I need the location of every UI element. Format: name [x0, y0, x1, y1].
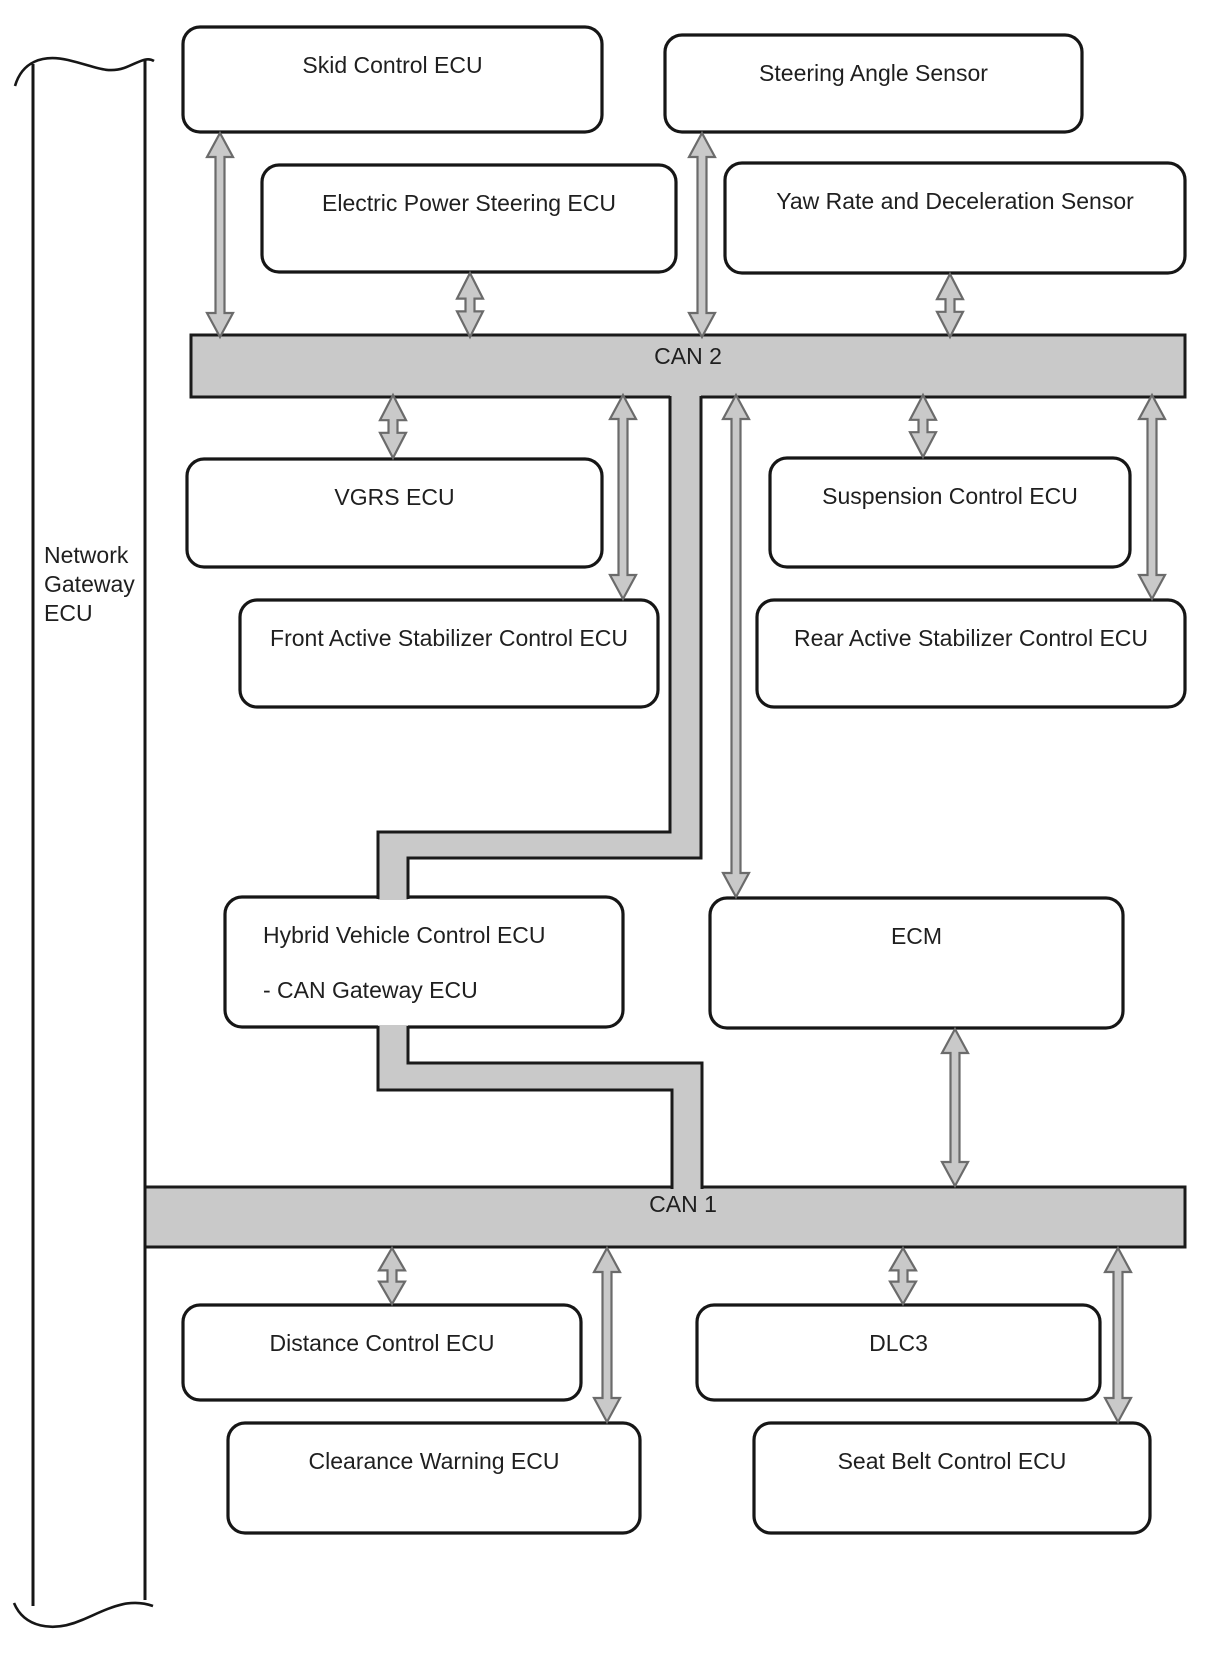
label-layer: CAN 2 CAN 1 Skid Control ECU Steering Angle…	[263, 52, 1148, 1474]
node-clearance-warning-ecu-label: Clearance Warning ECU	[309, 1448, 560, 1474]
bus-can2-label: CAN 2	[654, 343, 722, 369]
node-ecm	[708, 896, 1125, 1030]
arrow-eps-to-can2	[455, 270, 485, 340]
node-steering-angle-sensor	[663, 33, 1084, 134]
arrow-yaw-to-can2	[935, 271, 965, 340]
node-dlc3-label: DLC3	[869, 1330, 928, 1356]
arrow-can2-to-ecm	[721, 392, 751, 900]
node-seat-belt-control-ecu-label: Seat Belt Control ECU	[838, 1448, 1067, 1474]
arrow-ecm-to-can1	[940, 1026, 970, 1189]
bus-layer	[143, 333, 1187, 1249]
connector-hybrid-to-can1-trunk-edge-0	[376, 1026, 674, 1189]
node-distance-control-ecu-label: Distance Control ECU	[270, 1330, 495, 1356]
connector-can2-to-hybrid-trunk	[378, 393, 701, 900]
connector-hybrid-to-can1-trunk-edge-1	[406, 1026, 704, 1189]
node-rear-active-stabilizer-ecu	[755, 598, 1187, 709]
node-seat-belt-control-ecu	[752, 1421, 1152, 1535]
connector-hybrid-to-can1-trunk	[378, 1025, 702, 1190]
node-layer	[181, 25, 1187, 1535]
arrow-skid-to-can2	[205, 130, 235, 340]
arrow-sas-to-can2	[687, 130, 717, 340]
arrow-can1-to-dlc3	[888, 1245, 918, 1307]
node-hybrid-vehicle-control-ecu-label: Hybrid Vehicle Control ECU	[263, 922, 546, 948]
gateway-trunk-layer	[376, 393, 704, 1190]
node-yaw-rate-deceleration-sensor-label: Yaw Rate and Deceleration Sensor	[776, 188, 1134, 214]
bus-can1	[143, 1185, 1187, 1249]
gateway-bar-torn-bottom	[12, 1601, 154, 1628]
arrow-can1-to-distance	[377, 1245, 407, 1307]
arrow-can2-to-front-stab	[608, 392, 638, 602]
arrow-can1-to-clearance	[592, 1245, 622, 1425]
bus-can1-label: CAN 1	[649, 1191, 717, 1217]
connector-can2-to-hybrid-trunk-edge-1	[406, 396, 703, 899]
arrow-can2-to-rear-stab	[1137, 392, 1167, 602]
gateway-bar-torn-top	[13, 56, 155, 87]
arrow-can2-to-suspension	[908, 392, 938, 460]
node-yaw-rate-deceleration-sensor	[723, 161, 1187, 275]
node-front-active-stabilizer-ecu-label: Front Active Stabilizer Control ECU	[270, 625, 628, 651]
bus-can2	[189, 333, 1187, 399]
gateway-bar-label-line-0: Network	[44, 542, 129, 568]
node-rear-active-stabilizer-ecu-label: Rear Active Stabilizer Control ECU	[794, 625, 1148, 651]
arrow-can2-to-vgrs	[378, 392, 408, 461]
gateway-bar-label-line-2: ECU	[44, 600, 93, 626]
node-ecm-label: ECM	[891, 923, 942, 949]
gateway-bar-label-line-1: Gateway	[44, 571, 135, 597]
arrow-layer	[205, 130, 1167, 1425]
node-steering-angle-sensor-label: Steering Angle Sensor	[759, 60, 988, 86]
node-electric-power-steering-ecu-label: Electric Power Steering ECU	[322, 190, 616, 216]
arrow-can1-to-seatbelt	[1103, 1245, 1133, 1425]
node-clearance-warning-ecu	[226, 1421, 642, 1535]
node-front-active-stabilizer-ecu	[238, 598, 660, 709]
node-suspension-control-ecu	[768, 456, 1132, 569]
connector-can2-to-hybrid-trunk-edge-0	[376, 396, 672, 899]
node-skid-control-ecu-label: Skid Control ECU	[302, 52, 482, 78]
node-hybrid-vehicle-control-ecu	[223, 895, 625, 1029]
node-distance-control-ecu	[181, 1303, 583, 1402]
node-vgrs-ecu	[185, 457, 604, 569]
node-vgrs-ecu-label: VGRS ECU	[334, 484, 454, 510]
node-hybrid-vehicle-control-ecu-sublabel: - CAN Gateway ECU	[263, 977, 478, 1003]
node-dlc3	[695, 1303, 1102, 1402]
node-suspension-control-ecu-label: Suspension Control ECU	[822, 483, 1078, 509]
node-electric-power-steering-ecu	[260, 163, 678, 274]
node-skid-control-ecu	[181, 25, 604, 134]
